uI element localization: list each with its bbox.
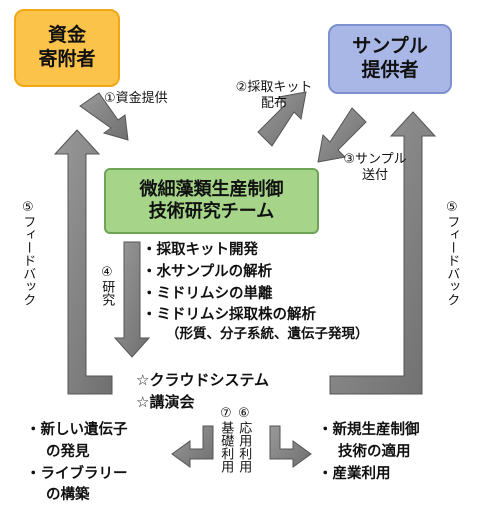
- research-item-note: （形質、分子系統、遺伝子発現）: [166, 326, 369, 342]
- arrow-kit: [257, 91, 307, 147]
- label-sample-line2: 送付: [361, 168, 388, 184]
- label-applied-use: ⑥応用利用: [236, 406, 252, 473]
- applied-results: ・新規生産制御 技術の適用 ・産業利用: [318, 420, 420, 485]
- team-box: 微細藻類生産制御 技術研究チーム: [104, 168, 319, 234]
- applied-result-line: 技術の適用: [338, 443, 411, 460]
- label-sample: ③サンプル 送付: [330, 152, 420, 185]
- label-feedback-left: ⑤フィードバック: [20, 200, 36, 306]
- label-research: ④研究: [99, 265, 115, 306]
- basic-result-line: ・ライブラリー: [26, 465, 128, 482]
- arrow-feedback-left: [53, 129, 113, 395]
- basic-results: ・新しい遺伝子 の発見 ・ライブラリー の構築: [26, 420, 128, 507]
- outputs-block: ☆クラウドシステム ☆講演会: [136, 370, 269, 414]
- provider-label-line1: サンプル: [352, 35, 428, 58]
- donor-box: 資金 寄附者: [14, 9, 120, 87]
- label-kit-line1: ②採取キット: [235, 80, 313, 95]
- team-label-line1: 微細藻類生産制御: [139, 178, 284, 200]
- arrow-feedback-right: [329, 111, 437, 395]
- output-cloud-system: ☆クラウドシステム: [136, 371, 269, 389]
- team-label-line2: 技術研究チーム: [148, 201, 275, 222]
- arrow-sample: [317, 107, 367, 163]
- research-item: ・採取キット開発: [142, 242, 258, 258]
- label-basic-use: ⑦基礎利用: [218, 406, 234, 473]
- provider-label-line2: 提供者: [361, 59, 419, 81]
- applied-result-line: ・新規生産制御: [318, 422, 420, 438]
- arrow-fund: [79, 92, 129, 141]
- arrow-research: [113, 241, 151, 358]
- label-fund: ①資金提供: [104, 91, 168, 106]
- label-feedback-right: ⑤フィードバック: [444, 200, 460, 306]
- label-kit-line2: 配布: [260, 96, 287, 112]
- applied-result-line: ・産業利用: [318, 465, 391, 482]
- basic-result-line: の発見: [46, 443, 90, 460]
- label-kit: ②採取キット 配布: [226, 80, 322, 113]
- research-item: ・ミドリムシ採取株の解析: [142, 307, 316, 324]
- research-item: ・ミドリムシの単離: [142, 285, 273, 302]
- research-list: ・採取キット開発 ・水サンプルの解析 ・ミドリムシの単離 ・ミドリムシ採取株の解…: [142, 240, 316, 327]
- output-lectures: ☆講演会: [136, 392, 195, 411]
- label-sample-line1: ③サンプル: [343, 152, 407, 167]
- donor-label-line1: 資金: [47, 24, 86, 47]
- provider-box: サンプル 提供者: [328, 24, 452, 94]
- basic-result-line: ・新しい遺伝子: [26, 422, 128, 438]
- arrow-basic-use: [171, 425, 214, 468]
- research-item: ・水サンプルの解析: [142, 263, 273, 280]
- donor-label-line2: 寄附者: [38, 48, 96, 70]
- basic-result-line: の構築: [46, 487, 90, 504]
- arrow-applied-use: [269, 425, 312, 468]
